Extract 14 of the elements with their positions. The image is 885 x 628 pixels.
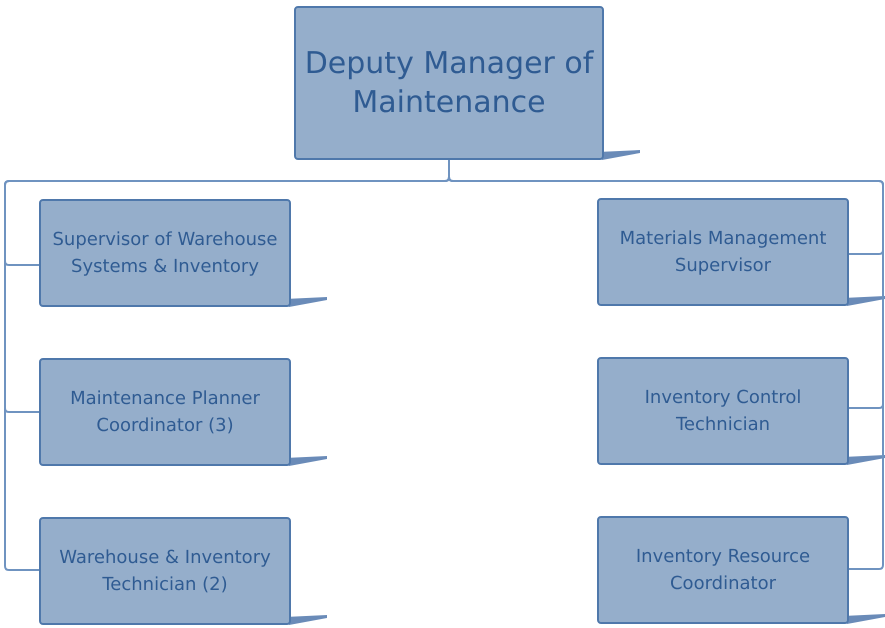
role-title: Deputy Manager of Maintenance xyxy=(304,45,595,122)
role-box xyxy=(597,516,849,624)
role-title: Maintenance Planner Coordinator (3) xyxy=(69,387,261,438)
role-title: Materials Management Supervisor xyxy=(618,227,828,278)
role-title: Inventory Control Technician xyxy=(644,386,802,437)
role-title: Inventory Resource Coordinator xyxy=(634,545,812,596)
role-box xyxy=(39,358,291,466)
role-box xyxy=(294,6,604,160)
role-box xyxy=(39,199,291,307)
role-title: Supervisor of Warehouse Systems & Inventory xyxy=(51,228,278,279)
role-box xyxy=(597,357,849,465)
role-box xyxy=(39,517,291,625)
role-title: Warehouse & Inventory Technician (2) xyxy=(58,546,272,597)
role-box xyxy=(597,198,849,306)
